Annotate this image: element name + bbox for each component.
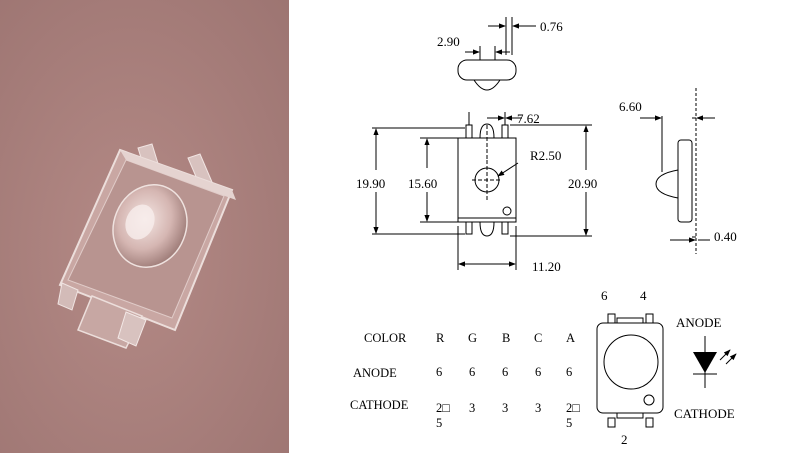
dim-side-depth: 6.60 (619, 99, 642, 114)
dim-height-inner: 15.60 (408, 176, 437, 191)
cathode-a: 2□5 (566, 401, 580, 430)
dim-height-outer: 19.90 (356, 176, 385, 191)
anode-r: 6 (436, 365, 442, 379)
dim-top-gap: 0.76 (540, 19, 563, 34)
row-label-color: COLOR (364, 331, 407, 345)
anode-c: 6 (535, 365, 541, 379)
symbol-anode-label: ANODE (676, 315, 722, 330)
cathode-g: 3 (469, 401, 475, 415)
product-photo (0, 0, 289, 453)
dim-side-lead: 0.40 (714, 229, 737, 244)
anode-a: 6 (566, 365, 572, 379)
col-r: R (436, 331, 445, 345)
pin-label-2: 2 (621, 432, 628, 447)
col-b: B (502, 331, 510, 345)
cathode-c: 3 (535, 401, 541, 415)
dim-pin-pitch: 7.62 (517, 111, 540, 126)
pin-label-6: 6 (601, 288, 608, 303)
col-c: C (534, 331, 542, 345)
anode-b: 6 (502, 365, 508, 379)
pin-table: COLOR ANODE CATHODE R G B C A 6 6 6 6 6 … (350, 331, 580, 430)
side-view: 6.60 0.40 (619, 88, 737, 254)
cathode-b: 3 (502, 401, 508, 415)
dim-top-width: 2.90 (437, 34, 460, 49)
anode-g: 6 (469, 365, 475, 379)
technical-drawing: 0.76 2.90 (290, 0, 785, 453)
top-view: 0.76 2.90 (437, 17, 563, 91)
led-package-image (57, 143, 236, 349)
dim-width: 11.20 (532, 259, 561, 274)
row-label-anode: ANODE (353, 366, 397, 380)
pin-outline: 6 4 2 (596, 288, 664, 447)
cathode-r: 2□5 (436, 401, 450, 430)
symbol-cathode-label: CATHODE (674, 406, 735, 421)
row-label-cathode: CATHODE (350, 398, 409, 412)
pin-label-4: 4 (640, 288, 647, 303)
led-symbol: ANODE CATHODE (674, 315, 737, 421)
front-view: R2.50 7.62 19.90 15.60 20.90 (356, 111, 597, 274)
dim-height-total: 20.90 (568, 176, 597, 191)
col-a: A (566, 331, 575, 345)
col-g: G (468, 331, 477, 345)
dim-radius: R2.50 (530, 148, 561, 163)
